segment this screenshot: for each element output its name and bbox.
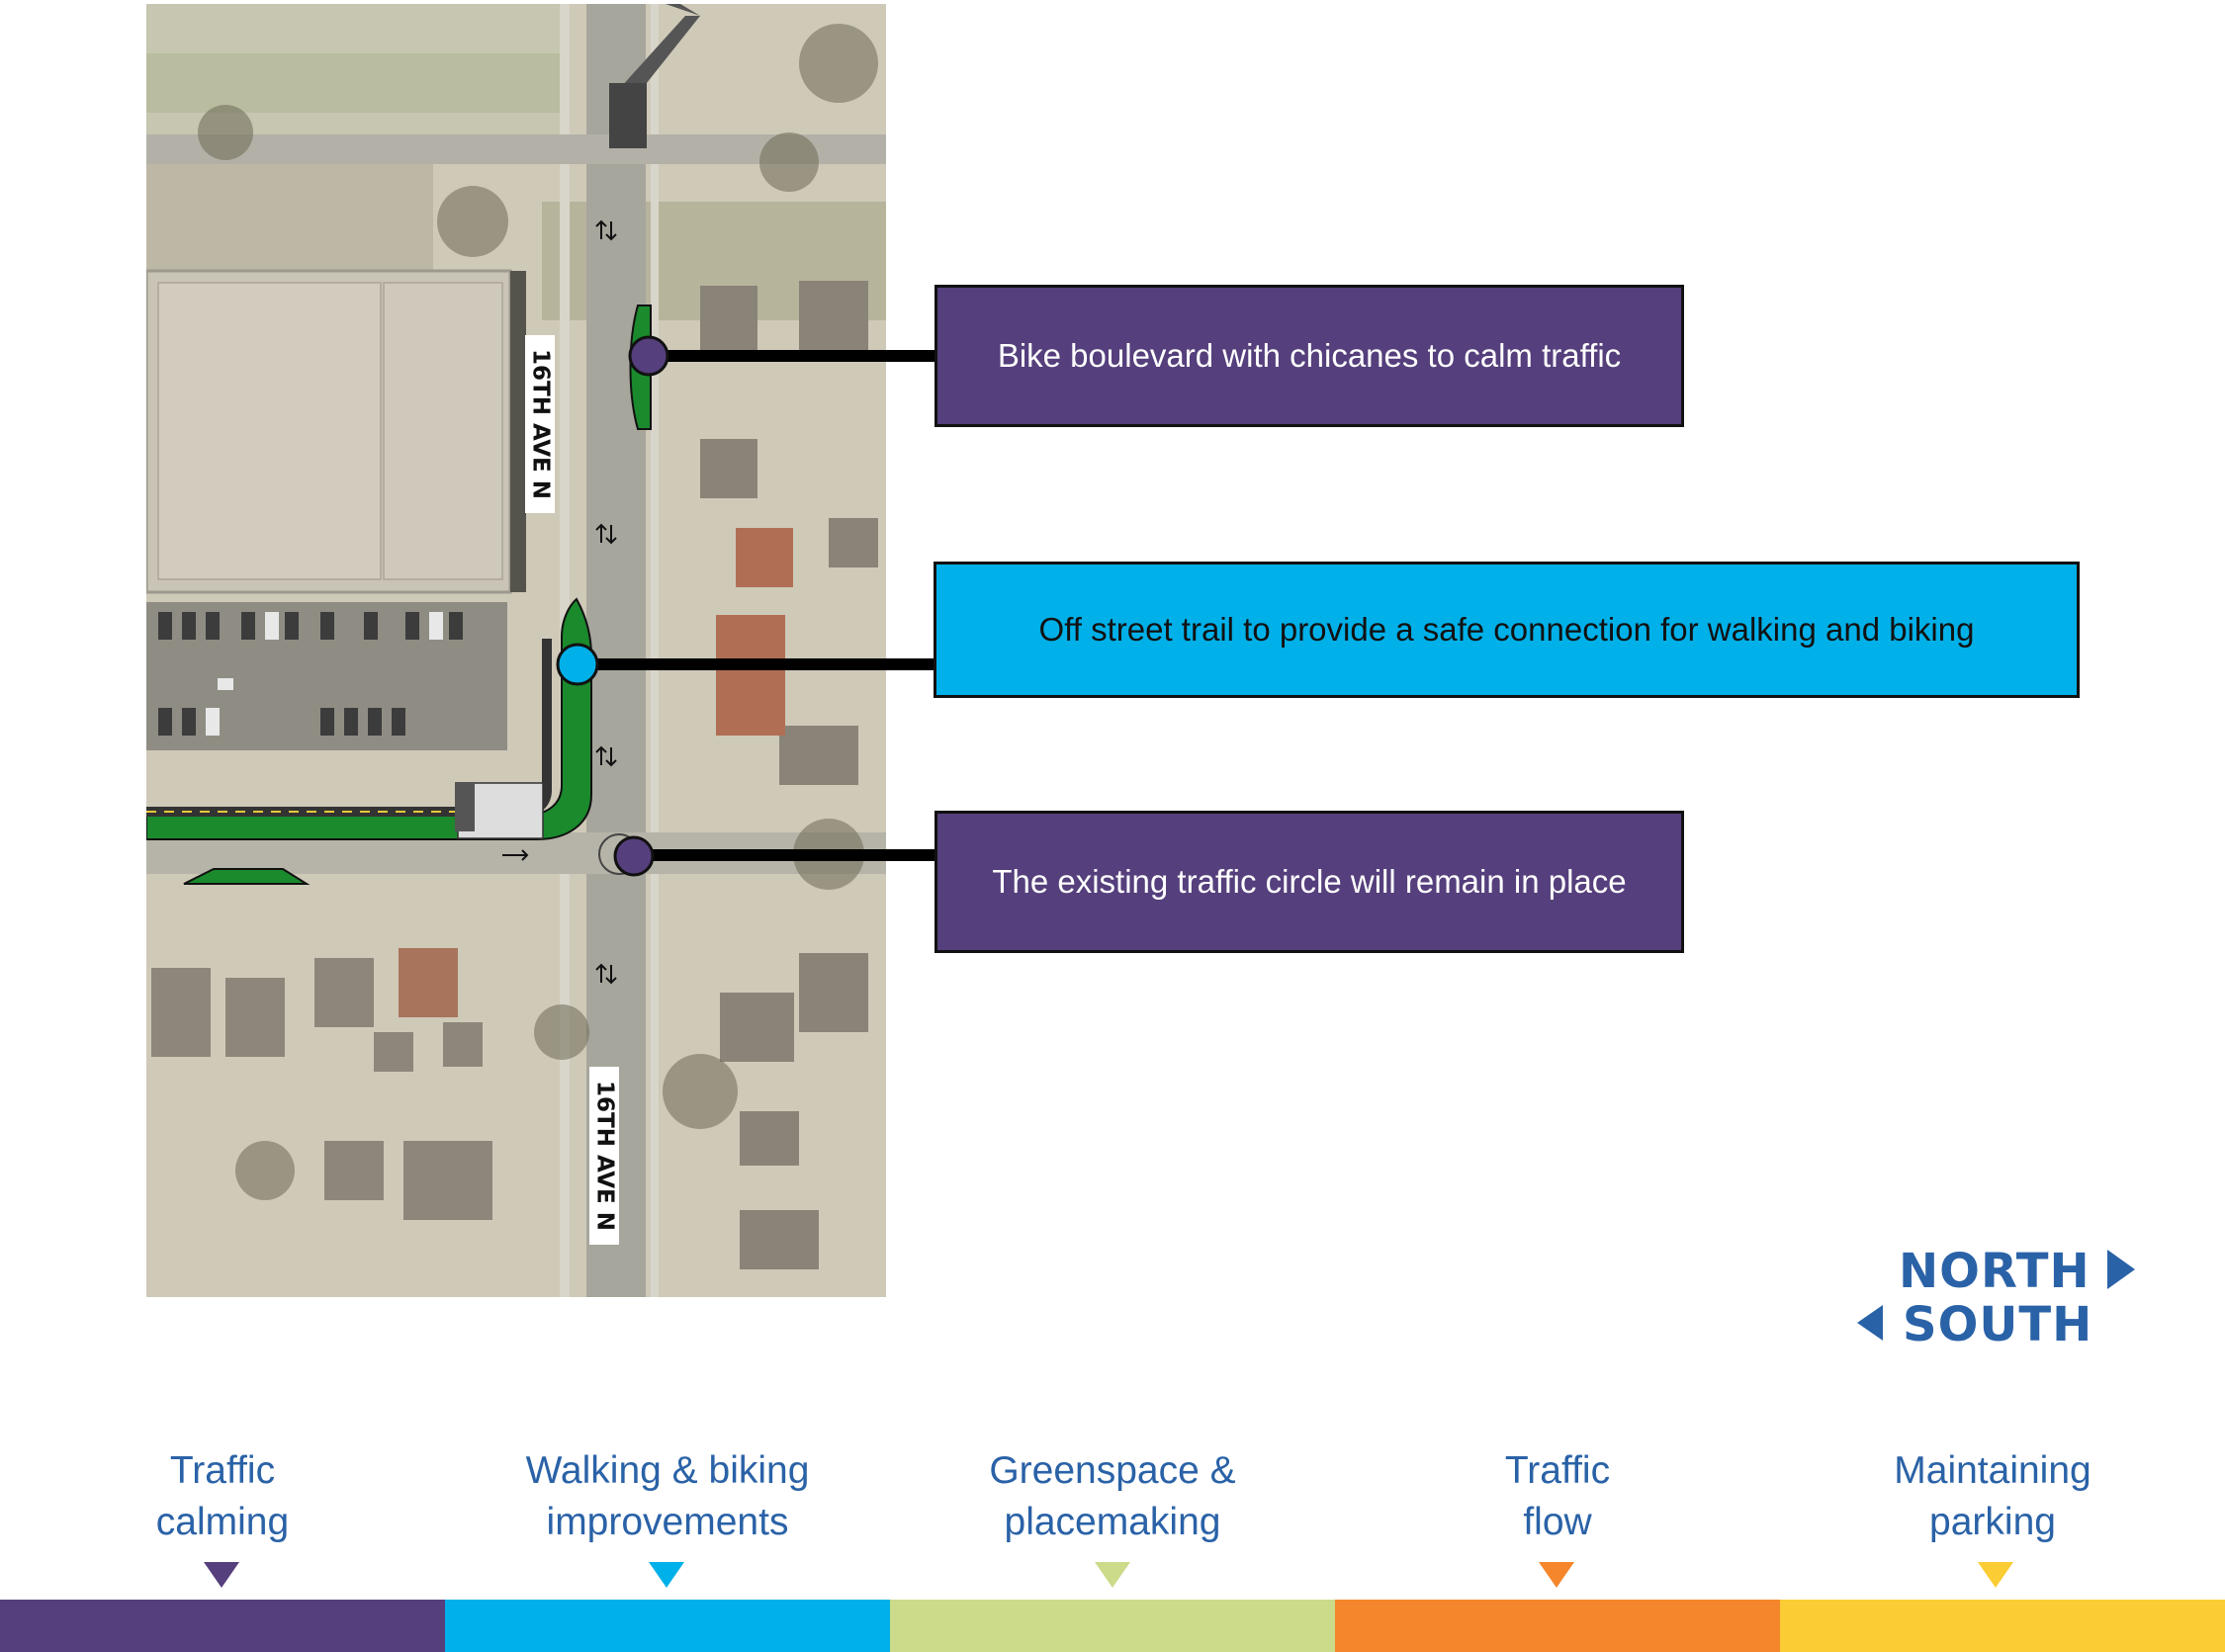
- legend-marker-walking-biking-icon: [649, 1562, 684, 1588]
- legend-traffic-flow: Traffic flow: [1350, 1445, 1765, 1548]
- band-traffic-calming: [0, 1600, 445, 1652]
- legend-traffic-calming-line1: Traffic: [169, 1449, 276, 1492]
- callout-off-street-trail: Off street trail to provide a safe conne…: [934, 562, 2080, 698]
- street-label-north: 16TH AVE N: [525, 335, 555, 513]
- band-walking-biking: [445, 1600, 890, 1652]
- legend-parking-line2: parking: [1929, 1501, 2056, 1543]
- legend-greenspace-line1: Greenspace &: [989, 1449, 1236, 1492]
- band-greenspace: [890, 1600, 1335, 1652]
- street-label-south: 16TH AVE N: [589, 1067, 619, 1245]
- legend-parking: Maintaining parking: [1785, 1445, 2200, 1548]
- legend-marker-traffic-calming-icon: [204, 1562, 239, 1588]
- street-label-north-text: 16TH AVE N: [528, 349, 554, 499]
- leader-line-3: [633, 849, 937, 861]
- arrow-left-icon: [1857, 1305, 1883, 1341]
- legend-parking-line1: Maintaining: [1894, 1449, 2092, 1492]
- band-parking: [1780, 1600, 2225, 1652]
- legend-traffic-calming: Traffic calming: [15, 1445, 430, 1548]
- legend-marker-traffic-flow-icon: [1539, 1562, 1574, 1588]
- chicane-bumpout: [629, 304, 652, 430]
- aerial-map: 16TH AVE N 16TH AVE N: [146, 4, 886, 1297]
- callout-bike-boulevard-text: Bike boulevard with chicanes to calm tra…: [997, 337, 1622, 374]
- leader-line-1: [649, 350, 937, 362]
- logo-north-text: NORTH: [1899, 1244, 2091, 1299]
- callout-traffic-circle-text: The existing traffic circle will remain …: [992, 863, 1627, 900]
- street-label-south-text: 16TH AVE N: [592, 1081, 618, 1231]
- legend-traffic-flow-line1: Traffic: [1504, 1449, 1611, 1492]
- legend-marker-greenspace-icon: [1095, 1562, 1130, 1588]
- legend-walking-biking-line2: improvements: [546, 1501, 789, 1543]
- logo-south-text: SOUTH: [1903, 1297, 2093, 1352]
- legend-traffic-calming-line2: calming: [155, 1501, 290, 1543]
- legend-greenspace-line2: placemaking: [1004, 1501, 1221, 1543]
- leader-line-2: [578, 658, 935, 670]
- legend-greenspace: Greenspace & placemaking: [905, 1445, 1320, 1548]
- north-south-logo: NORTH SOUTH: [1857, 1242, 2144, 1352]
- callout-off-street-trail-text: Off street trail to provide a safe conne…: [1038, 611, 1975, 648]
- legend-marker-parking-icon: [1978, 1562, 2013, 1588]
- arrow-right-icon: [2107, 1250, 2135, 1289]
- legend-traffic-flow-line2: flow: [1523, 1501, 1592, 1543]
- legend-walking-biking-line1: Walking & biking: [525, 1449, 810, 1492]
- band-traffic-flow: [1335, 1600, 1780, 1652]
- callout-traffic-circle: The existing traffic circle will remain …: [934, 811, 1684, 953]
- legend-walking-biking: Walking & biking improvements: [460, 1445, 875, 1548]
- callout-bike-boulevard: Bike boulevard with chicanes to calm tra…: [934, 285, 1684, 427]
